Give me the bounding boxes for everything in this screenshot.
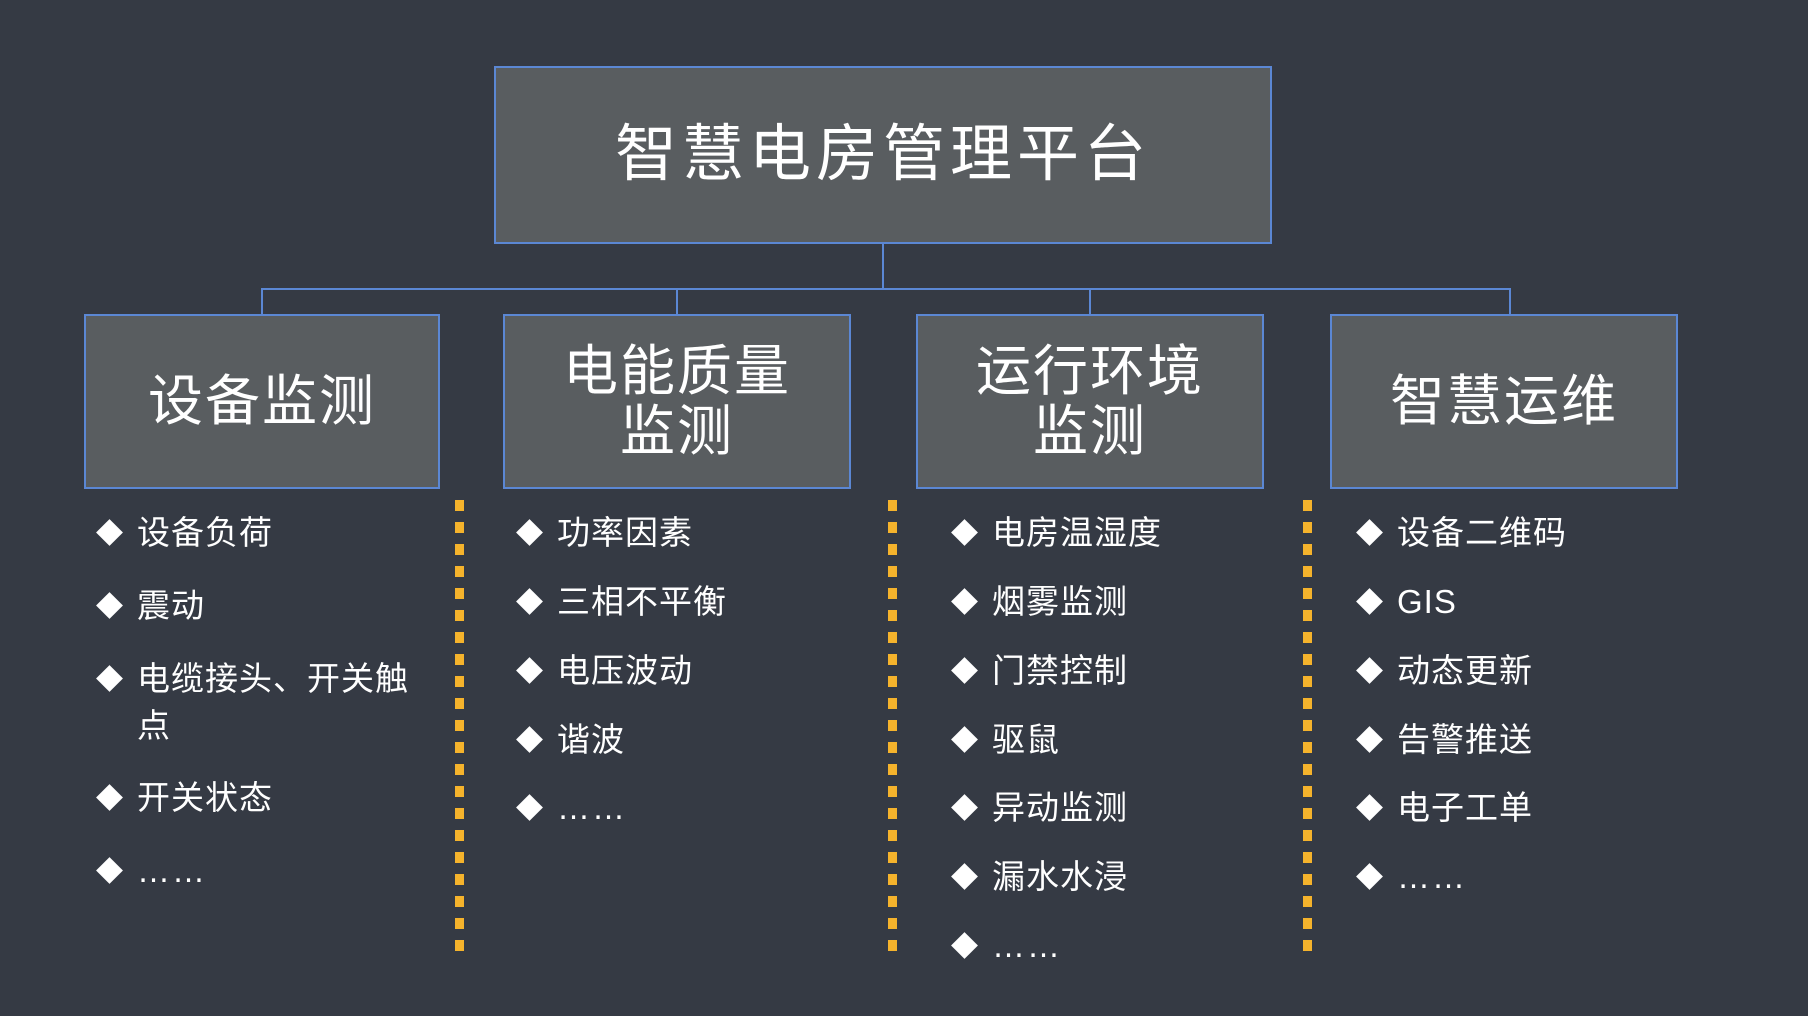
diamond-bullet-icon bbox=[516, 656, 543, 684]
bullet-list-equipment-monitoring: 设备负荷震动电缆接头、开关触点开关状态 …… bbox=[96, 510, 430, 921]
column-divider-2 bbox=[888, 500, 897, 958]
connector-horizontal-bus bbox=[261, 288, 1511, 290]
diamond-bullet-icon bbox=[1356, 863, 1383, 891]
category-node-operating-environment-monitoring[interactable]: 运行环境 监测 bbox=[916, 314, 1264, 489]
category-node-label-line2: 监测 bbox=[619, 399, 734, 462]
category-node-power-quality-monitoring[interactable]: 电能质量 监测 bbox=[503, 314, 851, 489]
connector-drop-2 bbox=[676, 288, 678, 316]
category-node-label-line2: 监测 bbox=[1032, 399, 1147, 462]
bullet-item-label: 驱鼠 bbox=[992, 720, 1060, 758]
bullet-item-label: …… bbox=[557, 789, 627, 827]
diamond-bullet-icon bbox=[96, 664, 123, 692]
category-node-label: 运行环境 监测 bbox=[966, 340, 1214, 462]
bullet-item[interactable]: …… bbox=[951, 923, 1285, 970]
bullet-item[interactable]: 漏水水浸 bbox=[951, 854, 1285, 901]
bullet-item-label: 动态更新 bbox=[1397, 651, 1533, 689]
bullet-item[interactable]: 设备二维码 bbox=[1356, 510, 1690, 557]
connector-drop-1 bbox=[261, 288, 263, 316]
bullet-item-label: 震动 bbox=[137, 586, 205, 624]
bullet-item-label: 设备二维码 bbox=[1397, 514, 1567, 551]
bullet-item[interactable]: …… bbox=[96, 848, 430, 895]
bullet-item[interactable]: …… bbox=[1356, 854, 1690, 901]
bullet-item[interactable]: 谐波 bbox=[516, 717, 860, 764]
bullet-list-smart-operations: 设备二维码 GIS 动态更新告警推送电子工单 …… bbox=[1356, 510, 1690, 923]
bullet-item-label: 电压波动 bbox=[557, 651, 693, 689]
bullet-item-label: 电缆接头、开关触点 bbox=[137, 659, 409, 744]
diamond-bullet-icon bbox=[96, 857, 123, 885]
diamond-bullet-icon bbox=[516, 794, 543, 822]
diamond-bullet-icon bbox=[1356, 794, 1383, 822]
bullet-item[interactable]: …… bbox=[516, 785, 860, 832]
bullet-list-power-quality-monitoring: 功率因素三相不平衡电压波动谐波 …… bbox=[516, 510, 860, 854]
category-node-label-line1: 电能质量 bbox=[562, 340, 791, 403]
connector-root-stem bbox=[882, 244, 884, 290]
connector-drop-3 bbox=[1089, 288, 1091, 316]
diamond-bullet-icon bbox=[516, 725, 543, 753]
bullet-item[interactable]: 电缆接头、开关触点 bbox=[96, 656, 430, 750]
bullet-item[interactable]: 功率因素 bbox=[516, 510, 860, 557]
bullet-item[interactable]: 震动 bbox=[96, 583, 430, 630]
diamond-bullet-icon bbox=[951, 794, 978, 822]
bullet-item-label: 电子工单 bbox=[1397, 789, 1533, 827]
bullet-item[interactable]: 电压波动 bbox=[516, 648, 860, 695]
bullet-item[interactable]: 烟雾监测 bbox=[951, 579, 1285, 626]
bullet-item-label: 谐波 bbox=[557, 720, 625, 758]
root-node-label: 智慧电房管理平台 bbox=[614, 120, 1151, 190]
bullet-item[interactable]: GIS bbox=[1356, 579, 1690, 626]
root-node-platform[interactable]: 智慧电房管理平台 bbox=[494, 66, 1272, 244]
bullet-item[interactable]: 动态更新 bbox=[1356, 648, 1690, 695]
diamond-bullet-icon bbox=[1356, 519, 1383, 546]
diamond-bullet-icon bbox=[951, 587, 978, 615]
diamond-bullet-icon bbox=[1356, 725, 1383, 753]
bullet-item-label: …… bbox=[992, 927, 1062, 965]
diamond-bullet-icon bbox=[516, 519, 543, 546]
bullet-item-label: …… bbox=[1397, 858, 1467, 896]
diamond-bullet-icon bbox=[951, 932, 978, 960]
diamond-bullet-icon bbox=[96, 784, 123, 812]
bullet-item[interactable]: 电子工单 bbox=[1356, 785, 1690, 832]
category-node-smart-operations[interactable]: 智慧运维 bbox=[1330, 314, 1678, 489]
category-node-label: 设备监测 bbox=[147, 369, 376, 432]
bullet-item-label: 开关状态 bbox=[137, 779, 273, 817]
bullet-item-label: 三相不平衡 bbox=[557, 582, 727, 620]
bullet-item[interactable]: 门禁控制 bbox=[951, 648, 1285, 695]
category-node-label: 智慧运维 bbox=[1389, 369, 1618, 432]
diamond-bullet-icon bbox=[951, 656, 978, 684]
diamond-bullet-icon bbox=[96, 519, 123, 546]
diamond-bullet-icon bbox=[1356, 656, 1383, 684]
bullet-item-label: 功率因素 bbox=[557, 514, 693, 551]
bullet-item[interactable]: 异动监测 bbox=[951, 785, 1285, 832]
bullet-item[interactable]: 开关状态 bbox=[96, 775, 430, 822]
bullet-item-label: …… bbox=[137, 852, 207, 890]
bullet-item[interactable]: 驱鼠 bbox=[951, 717, 1285, 764]
diamond-bullet-icon bbox=[1356, 587, 1383, 615]
bullet-item-label: 烟雾监测 bbox=[992, 582, 1128, 620]
category-node-equipment-monitoring[interactable]: 设备监测 bbox=[84, 314, 440, 489]
bullet-item[interactable]: 设备负荷 bbox=[96, 510, 430, 557]
diamond-bullet-icon bbox=[951, 863, 978, 891]
bullet-item[interactable]: 三相不平衡 bbox=[516, 579, 860, 626]
connector-drop-4 bbox=[1509, 288, 1511, 316]
diamond-bullet-icon bbox=[951, 519, 978, 546]
bullet-item[interactable]: 电房温湿度 bbox=[951, 510, 1285, 557]
category-node-label: 电能质量 监测 bbox=[553, 340, 801, 462]
diamond-bullet-icon bbox=[951, 725, 978, 753]
bullet-item-label: 设备负荷 bbox=[137, 514, 273, 551]
bullet-item-label: 电房温湿度 bbox=[992, 514, 1162, 551]
category-node-label-line1: 运行环境 bbox=[975, 340, 1204, 403]
bullet-item[interactable]: 告警推送 bbox=[1356, 717, 1690, 764]
bullet-list-operating-environment-monitoring: 电房温湿度烟雾监测门禁控制驱鼠异动监测漏水水浸 …… bbox=[951, 510, 1285, 992]
column-divider-1 bbox=[455, 500, 464, 958]
diamond-bullet-icon bbox=[96, 591, 123, 619]
bullet-item-label: 异动监测 bbox=[992, 789, 1128, 827]
bullet-item-label: GIS bbox=[1397, 582, 1457, 620]
bullet-item-label: 告警推送 bbox=[1397, 720, 1533, 758]
diamond-bullet-icon bbox=[516, 587, 543, 615]
bullet-item-label: 漏水水浸 bbox=[992, 858, 1128, 896]
column-divider-3 bbox=[1303, 500, 1312, 958]
bullet-item-label: 门禁控制 bbox=[992, 651, 1128, 689]
